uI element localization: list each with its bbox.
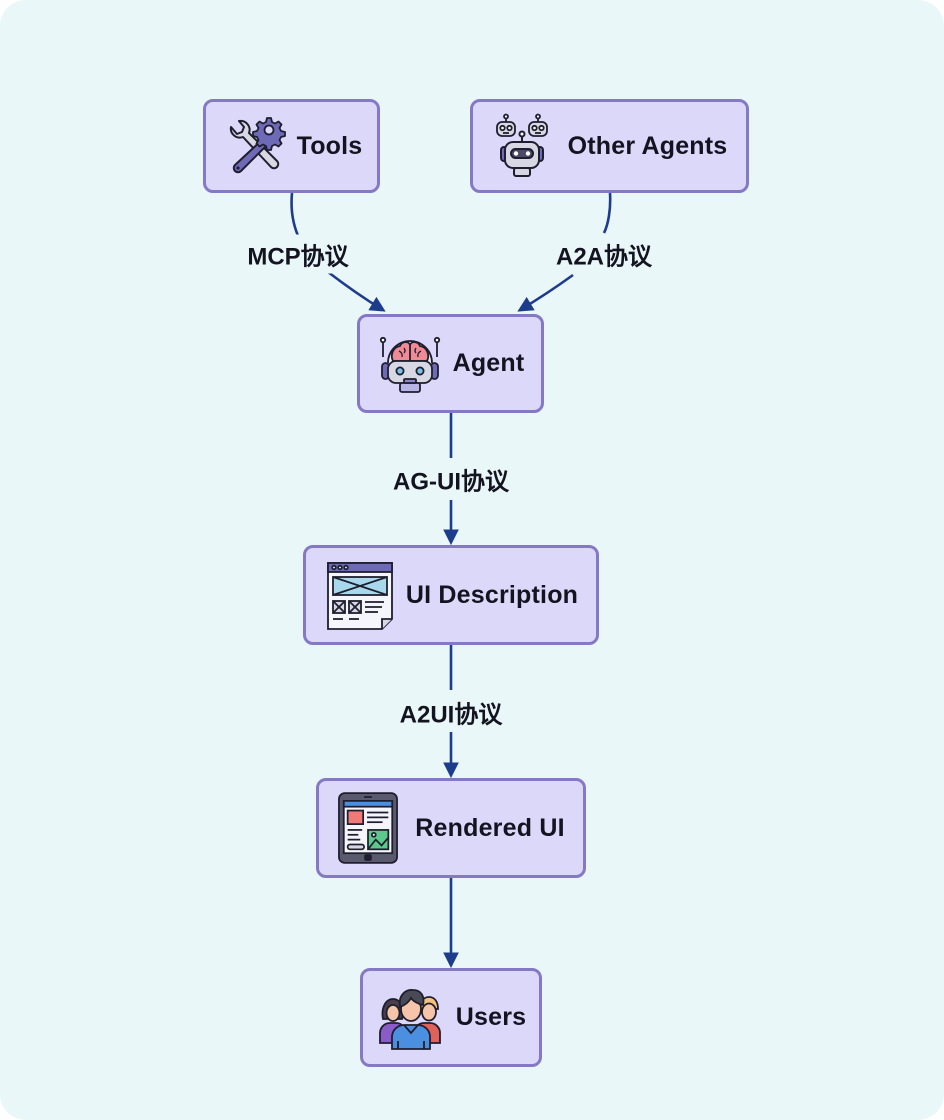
users-icon	[378, 988, 441, 1050]
node-rendered-ui[interactable]: Rendered UI	[316, 778, 586, 878]
robots-icon	[495, 113, 548, 177]
node-agent[interactable]: Agent	[357, 314, 544, 413]
node-agent-label: Agent	[452, 349, 525, 377]
node-ui-description-label: UI Description	[405, 580, 579, 609]
node-rendered-ui-label: Rendered UI	[415, 813, 565, 842]
edge-label-a2ui: A2UI协议	[395, 692, 507, 732]
tools-icon	[229, 117, 286, 174]
edge-label-ag-ui: AG-UI协议	[389, 459, 513, 499]
node-other-agents[interactable]: Other Agents	[470, 99, 749, 193]
node-ui-description[interactable]: UI Description	[303, 545, 599, 645]
node-tools-label: Tools	[296, 131, 363, 160]
node-tools[interactable]: Tools	[203, 99, 380, 193]
edge-other-agents-to-agent	[520, 192, 612, 310]
wireframe-icon	[326, 562, 393, 630]
edge-label-mcp: MCP协议	[243, 234, 353, 274]
edge-label-a2a: A2A协议	[551, 234, 657, 274]
node-users-label: Users	[455, 1003, 527, 1031]
node-other-agents-label: Other Agents	[567, 131, 728, 160]
tablet-ui-icon	[338, 792, 399, 864]
brain-robot-icon	[379, 336, 440, 393]
node-users[interactable]: Users	[360, 968, 542, 1067]
